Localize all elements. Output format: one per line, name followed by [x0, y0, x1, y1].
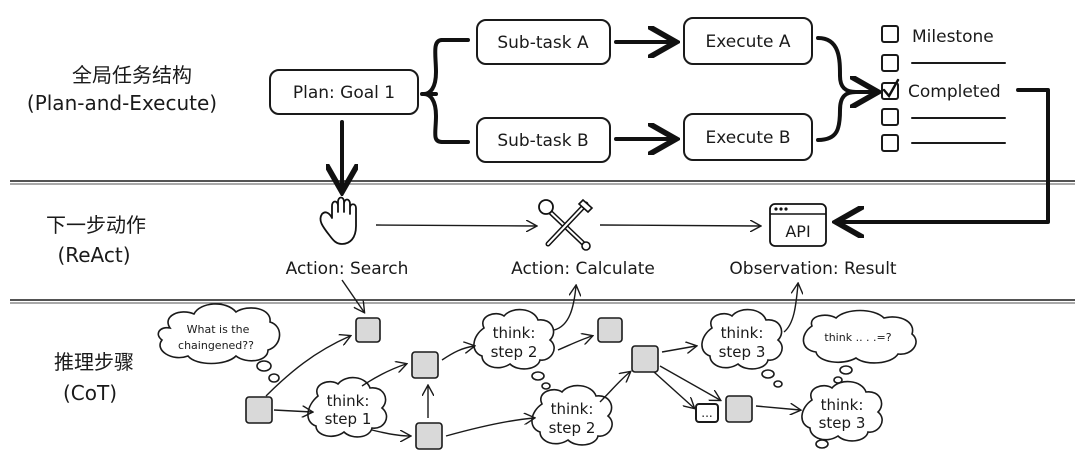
cot-ellipsis-label: ... — [701, 406, 712, 420]
cot-ellipsis-box — [695, 403, 719, 423]
cot-node-6 — [725, 395, 753, 423]
action-search-label: Action: Search — [286, 259, 409, 279]
wrench-screwdriver-icon — [538, 198, 594, 251]
think-step1-step: step 1 — [325, 410, 372, 428]
cot-arrows — [265, 279, 800, 437]
action-calculate-label: Action: Calculate — [511, 259, 655, 279]
think-dots-label: think .. . .=? — [824, 331, 891, 344]
checkbox-empty-1 — [881, 54, 899, 72]
node5-to-ellipsis-arrow — [653, 371, 694, 408]
think-dots-cloud: think .. . .=? — [802, 309, 917, 384]
raised-hand-icon — [319, 196, 357, 245]
start-to-step1-arrow — [273, 410, 312, 412]
think-step2-lower-step: step 2 — [549, 419, 596, 437]
think-step1-word: think: — [327, 392, 370, 410]
think-step3-upper-word: think: — [721, 324, 764, 342]
layer-plan-title: 全局任务结构 — [72, 63, 192, 87]
step2-lower-to-node5-arrow — [599, 372, 630, 403]
search-to-calculate-arrow — [375, 225, 536, 226]
think-step3-lower-cloud: think: step 3 — [801, 380, 883, 449]
step2-to-calculate-arrow — [553, 286, 576, 331]
react-layer: Action: Search Action: Calculate API Obs… — [286, 196, 897, 279]
subtask-b-label: Sub-task B — [497, 131, 588, 151]
think-step2-upper-cloud: think: step 2 — [473, 308, 555, 390]
milestone-checklist: Milestone Completed — [881, 25, 1006, 152]
execute-a-label: Execute A — [705, 32, 790, 52]
layer-plan-subtitle: (Plan-and-Execute) — [27, 91, 217, 115]
step1-to-node3-arrow — [371, 429, 410, 436]
cot-node-4 — [597, 317, 623, 343]
node2-to-step2-arrow — [441, 346, 474, 361]
layer-react-title: 下一步动作 — [46, 213, 146, 237]
cot-layer: What is the chaingened?? ... think: step… — [157, 279, 917, 450]
plan-and-execute-layer: Plan: Goal 1 Sub-task A Sub-task B Execu… — [269, 17, 1050, 222]
api-icon-label: API — [785, 222, 810, 241]
cot-node-5 — [631, 345, 659, 373]
observation-label: Observation: Result — [729, 259, 897, 279]
subtask-a-label: Sub-task A — [497, 33, 589, 53]
layer-separators — [10, 180, 1075, 304]
search-to-node1-arrow — [341, 279, 364, 312]
checkmark-icon — [882, 78, 900, 99]
layer-react-subtitle: (ReAct) — [57, 243, 130, 267]
think-step3-upper-step: step 3 — [719, 343, 766, 361]
think-step3-upper-cloud: think: step 3 — [701, 308, 783, 388]
completed-label: Completed — [908, 82, 1001, 102]
layer-cot-subtitle: (CoT) — [63, 381, 117, 405]
execute-a-box — [683, 17, 813, 65]
cot-node-2 — [411, 351, 439, 379]
think-step2-upper-step: step 2 — [491, 343, 538, 361]
question-cloud: What is the chaingened?? — [157, 303, 281, 383]
completed-to-observation-arrow — [840, 88, 1050, 222]
plan-brace-ends — [440, 38, 470, 144]
node5-to-node6-arrow — [659, 365, 720, 400]
think-step3-lower-word: think: — [821, 396, 864, 414]
question-line-1: What is the — [187, 323, 250, 336]
cot-node-start — [245, 396, 273, 424]
think-step2-upper-word: think: — [493, 324, 536, 342]
checkbox-empty-2 — [881, 108, 899, 126]
node3-to-step2-lower-arrow — [445, 418, 534, 437]
api-window-icon: API — [769, 203, 827, 247]
subtask-a-box — [476, 19, 611, 65]
execute-b-label: Execute B — [705, 128, 790, 148]
layer-cot-title: 推理步骤 — [54, 350, 134, 374]
plan-goal-box — [269, 69, 419, 115]
execute-b-box — [683, 113, 813, 161]
node5-to-step3-arrow — [661, 346, 696, 352]
checkbox-milestone — [881, 25, 899, 43]
think-step2-lower-word: think: — [551, 400, 594, 418]
think-step3-lower-step: step 3 — [819, 414, 866, 432]
checkbox-empty-3 — [881, 134, 899, 152]
question-line-2: chaingened?? — [178, 339, 254, 352]
step3-to-observation-arrow — [783, 284, 798, 333]
start-to-node1-arrow — [265, 336, 350, 397]
milestone-label: Milestone — [912, 27, 994, 47]
cot-node-1 — [355, 317, 381, 343]
node6-to-step3-lower-arrow — [755, 406, 800, 410]
cot-node-3 — [415, 422, 443, 450]
execute-merge-brace — [816, 36, 858, 142]
plan-brace — [420, 38, 444, 144]
step2-to-node4-arrow — [557, 336, 592, 351]
think-step2-lower-cloud: think: step 2 — [531, 384, 613, 446]
layer-labels: 全局任务结构 (Plan-and-Execute) 下一步动作 (ReAct) … — [27, 63, 217, 405]
subtask-b-box — [476, 117, 611, 163]
calculate-to-observation-arrow — [599, 225, 760, 226]
plan-goal-label: Plan: Goal 1 — [293, 83, 395, 103]
step1-to-node2-arrow — [361, 364, 406, 387]
think-step1-cloud: think: step 1 — [307, 376, 388, 438]
